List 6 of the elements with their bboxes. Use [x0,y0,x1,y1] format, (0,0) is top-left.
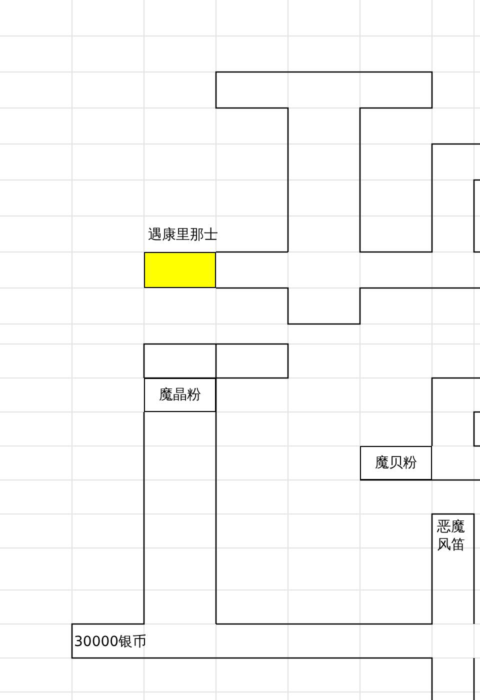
highlighted-cell [144,252,216,288]
item-cell: 魔贝粉 [360,446,432,480]
npc-label: 遇康里那士 [148,226,218,244]
item-cell: 魔晶粉 [144,378,216,412]
reward-label: 30000银币 [74,633,147,651]
item-label: 恶魔风笛 [437,518,465,554]
